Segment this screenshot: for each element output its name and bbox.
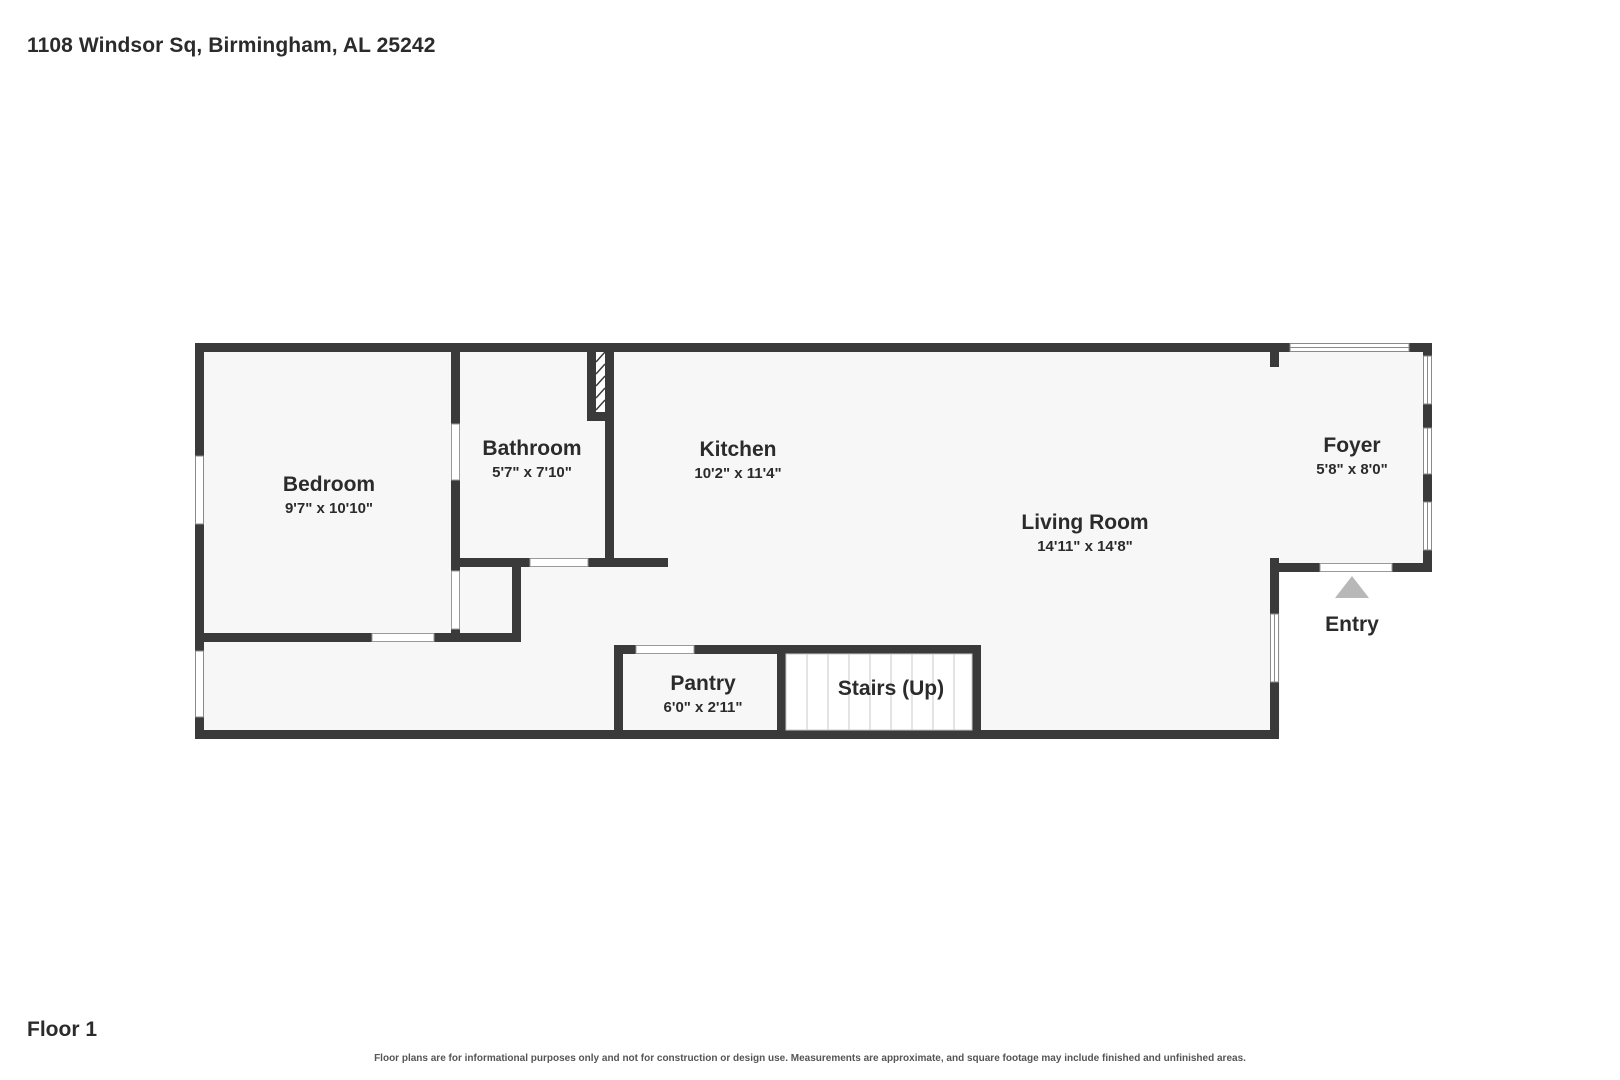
floor-fill: [200, 350, 1423, 733]
stairs-name: Stairs (Up): [838, 677, 944, 700]
door-openings: [371, 423, 1393, 654]
disclaimer: Floor plans are for informational purpos…: [374, 1053, 1246, 1064]
living-room-dims: 14'11" x 14'8": [1037, 538, 1133, 555]
bathroom-dims: 5'7" x 7'10": [492, 464, 572, 481]
foyer-name: Foyer: [1323, 434, 1380, 457]
entry-arrow-icon: [1335, 576, 1369, 598]
entry-label: Entry: [1325, 613, 1379, 636]
pantry-name: Pantry: [670, 672, 736, 695]
stairs-treads: [785, 653, 973, 731]
living-room-name: Living Room: [1021, 511, 1148, 534]
foyer-dims: 5'8" x 8'0": [1316, 461, 1387, 478]
property-address: 1108 Windsor Sq, Birmingham, AL 25242: [27, 34, 436, 57]
bedroom-name: Bedroom: [283, 473, 375, 496]
room-labels: Bedroom 9'7" x 10'10" Bathroom 5'7" x 7'…: [283, 434, 1388, 716]
bedroom-dims: 9'7" x 10'10": [285, 500, 373, 517]
bathroom-name: Bathroom: [482, 437, 581, 460]
windows: [195, 343, 1432, 718]
floor-label: Floor 1: [27, 1018, 98, 1041]
chase-hatch: [595, 351, 606, 412]
kitchen-name: Kitchen: [699, 438, 776, 461]
pantry-dims: 6'0" x 2'11": [664, 699, 743, 716]
kitchen-dims: 10'2" x 11'4": [694, 465, 781, 482]
